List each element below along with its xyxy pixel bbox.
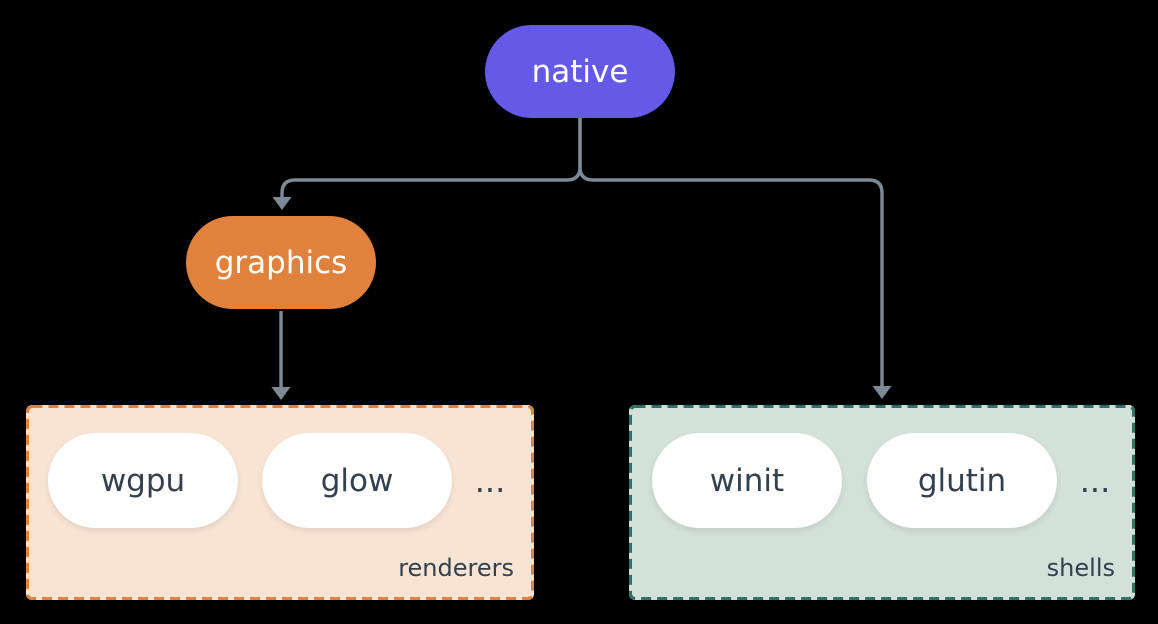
node-graphics-label: graphics — [214, 244, 348, 281]
shells-ellipsis: ... — [1079, 461, 1111, 500]
arrowhead-graphics — [272, 197, 292, 210]
pill-winit: winit — [652, 433, 842, 528]
node-graphics: graphics — [186, 216, 376, 309]
node-native: native — [485, 25, 675, 118]
connector-native-to-graphics — [280, 118, 582, 198]
pill-wgpu-label: wgpu — [100, 462, 186, 499]
group-shells-label: shells — [1046, 554, 1115, 582]
node-native-label: native — [531, 53, 629, 90]
pill-winit-label: winit — [709, 462, 785, 499]
renderers-ellipsis: ... — [474, 461, 506, 500]
group-renderers-label: renderers — [398, 554, 514, 582]
arrowhead-shells — [872, 386, 892, 399]
pill-glutin: glutin — [867, 433, 1057, 528]
group-renderers: wgpu glow ... renderers — [26, 405, 534, 600]
group-shells: winit glutin ... shells — [629, 405, 1135, 600]
pill-wgpu: wgpu — [48, 433, 238, 528]
pill-glow: glow — [262, 433, 452, 528]
pill-glow-label: glow — [320, 462, 394, 499]
connector-native-to-shells — [578, 118, 884, 387]
pill-glutin-label: glutin — [917, 462, 1007, 499]
arrowhead-renderers — [271, 387, 291, 400]
